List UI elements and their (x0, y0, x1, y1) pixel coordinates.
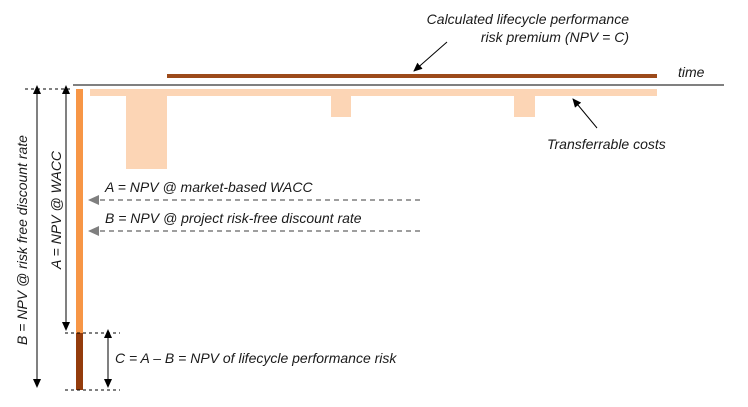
cost-spike-small-2 (514, 89, 535, 117)
c-range-dashes (65, 332, 120, 391)
c-label: C = A – B = NPV of lifecycle performance… (115, 350, 397, 366)
time-label: time (678, 64, 705, 80)
premium-label-line2: risk premium (NPV = C) (481, 29, 629, 45)
npv-bar-c (76, 333, 83, 390)
vertical-a-label: A = NPV @ WACC (48, 150, 64, 270)
transferrable-costs-area (90, 89, 657, 169)
cost-band (90, 89, 657, 96)
cost-spike-large (126, 89, 167, 169)
b-label: B = NPV @ project risk-free discount rat… (105, 210, 362, 226)
costs-callout-arrow (572, 98, 598, 129)
npv-bar-a (76, 89, 83, 333)
cost-spike-small-1 (331, 89, 351, 117)
transferrable-costs-label: Transferrable costs (547, 136, 666, 152)
premium-label-line1: Calculated lifecycle performance (427, 11, 630, 27)
a-label: A = NPV @ market-based WACC (104, 179, 313, 195)
premium-bar (167, 74, 657, 78)
vertical-b-label: B = NPV @ risk free discount rate (14, 135, 30, 345)
premium-callout-arrow (413, 41, 448, 72)
